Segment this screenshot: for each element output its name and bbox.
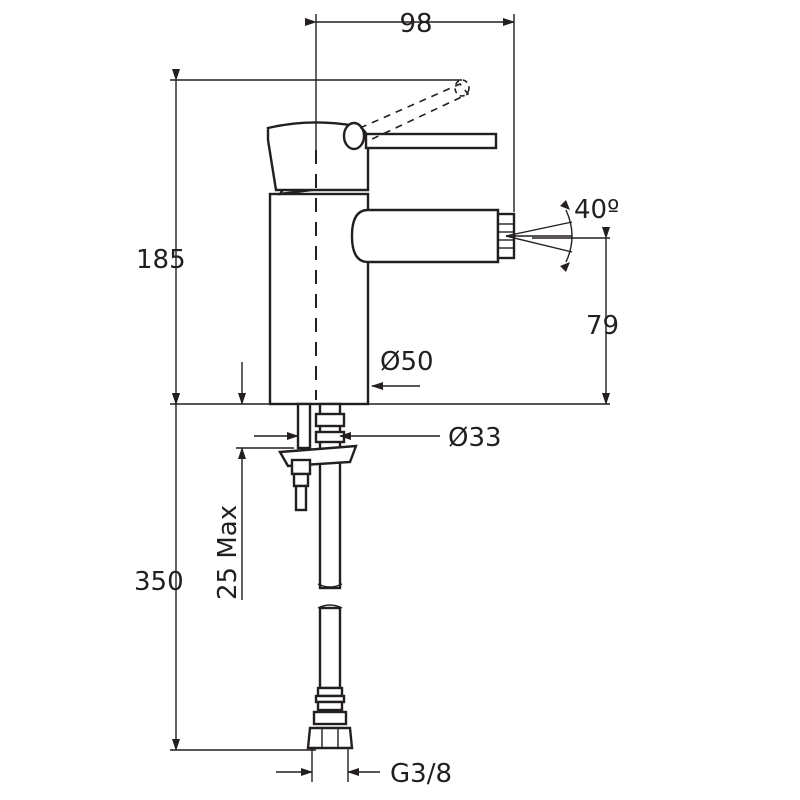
label-height-185: 185 [136, 245, 186, 275]
label-width-98: 98 [399, 9, 432, 39]
label-dia-50: Ø50 [380, 347, 434, 377]
label-length-350: 350 [134, 567, 184, 597]
spout [350, 208, 500, 264]
label-angle-40: 40º [574, 195, 619, 225]
g38-nut [306, 726, 354, 750]
label-25-max: 25 Max [213, 505, 243, 600]
label-dia-33: Ø33 [448, 423, 502, 453]
handle-lever [364, 132, 498, 150]
faucet-body [266, 79, 516, 406]
handle-lever-raised [359, 83, 470, 141]
mounting-assembly [278, 402, 358, 782]
dimension-lines [170, 14, 610, 776]
label-thread-g38: G3/8 [390, 759, 452, 789]
label-height-79: 79 [586, 311, 619, 341]
